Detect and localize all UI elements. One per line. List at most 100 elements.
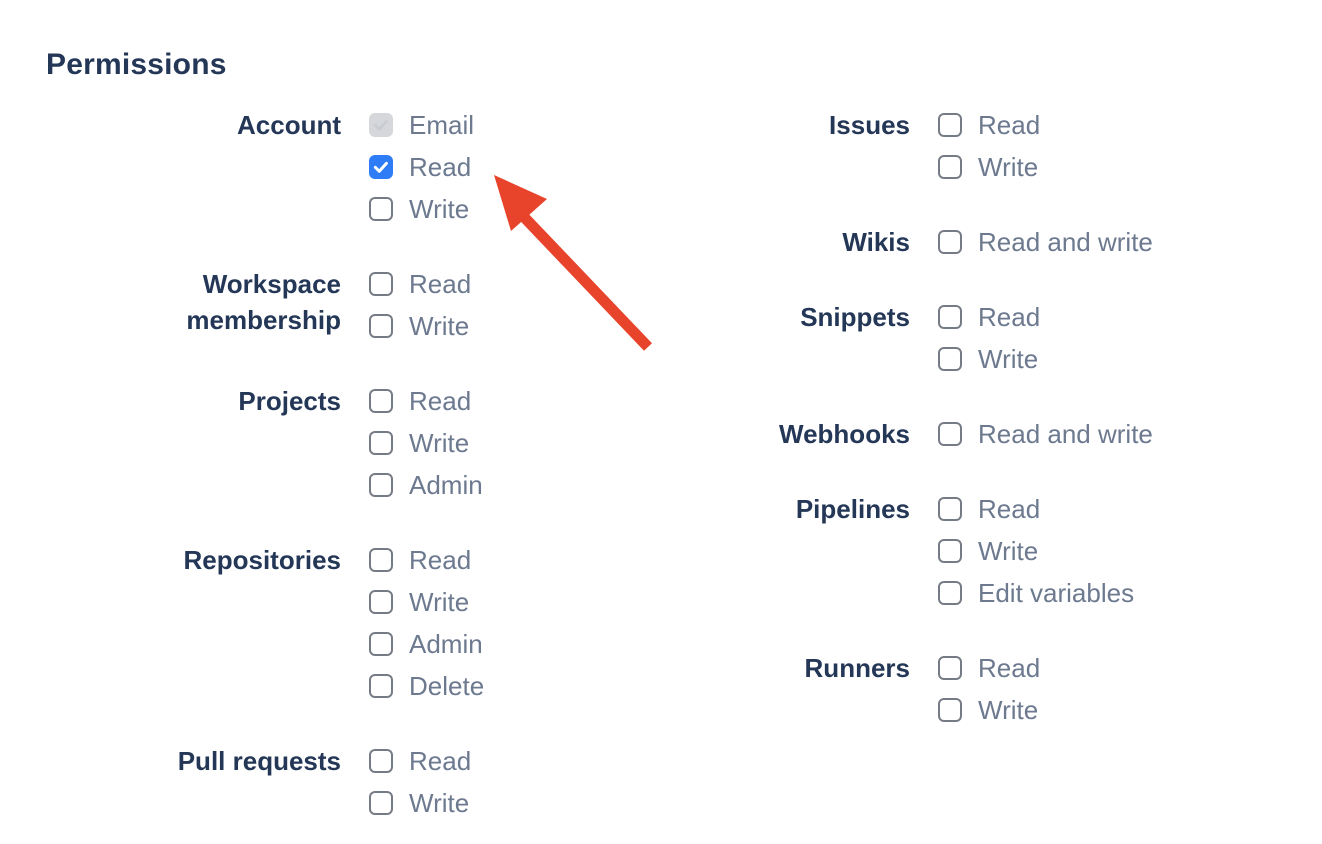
- wikis-read-and-write-label[interactable]: Read and write: [978, 227, 1153, 257]
- pull-requests-read-label[interactable]: Read: [409, 746, 472, 776]
- permission-row: Write: [369, 305, 471, 347]
- issues-write-label[interactable]: Write: [978, 152, 1039, 182]
- permissions-column-left: Account Email Read Write Workspace membe…: [166, 104, 484, 844]
- permission-row: Read: [369, 539, 484, 581]
- workspace-membership-read-checkbox[interactable]: [369, 272, 393, 296]
- webhooks-read-and-write-checkbox[interactable]: [938, 422, 962, 446]
- repositories-read-label[interactable]: Read: [409, 545, 472, 575]
- issues-read-checkbox[interactable]: [938, 113, 962, 137]
- permission-group-runners: Runners Read Write: [760, 647, 1153, 731]
- permission-row: Edit variables: [938, 572, 1134, 614]
- account-read-label[interactable]: Read: [409, 152, 472, 182]
- permission-options: Read Write: [938, 647, 1040, 731]
- repositories-write-checkbox[interactable]: [369, 590, 393, 614]
- webhooks-read-and-write-label[interactable]: Read and write: [978, 419, 1153, 449]
- permission-group-label: Pull requests: [177, 746, 341, 776]
- projects-write-checkbox[interactable]: [369, 431, 393, 455]
- repositories-admin-label[interactable]: Admin: [409, 629, 483, 659]
- arrow-shaft: [520, 213, 652, 351]
- permission-row: Write: [938, 146, 1040, 188]
- permission-group-label: Issues: [829, 110, 910, 140]
- permission-options: Read Write: [938, 104, 1040, 188]
- runners-write-checkbox[interactable]: [938, 698, 962, 722]
- workspace-membership-read-label[interactable]: Read: [409, 269, 472, 299]
- repositories-delete-checkbox[interactable]: [369, 674, 393, 698]
- projects-admin-label[interactable]: Admin: [409, 470, 483, 500]
- projects-write-label[interactable]: Write: [409, 428, 470, 458]
- permission-group-label: Workspace membership: [186, 269, 341, 335]
- permission-group-workspace-membership: Workspace membership Read Write: [166, 263, 484, 347]
- page-title: Permissions: [46, 48, 227, 81]
- wikis-read-and-write-checkbox[interactable]: [938, 230, 962, 254]
- permission-options: Read and write: [938, 221, 1153, 263]
- account-email-label: Email: [409, 110, 475, 140]
- permission-group-account: Account Email Read Write: [166, 104, 484, 230]
- permission-options: Read Write: [369, 263, 471, 347]
- permission-group-webhooks: Webhooks Read and write: [760, 413, 1153, 455]
- permission-options: Read Write: [938, 296, 1040, 380]
- permission-group-repositories: Repositories Read Write Admin Delete: [166, 539, 485, 707]
- permission-options: Read Write Admin: [369, 380, 483, 506]
- workspace-membership-write-checkbox[interactable]: [369, 314, 393, 338]
- account-read-checkbox[interactable]: [369, 155, 393, 179]
- permission-options: Read Write: [369, 740, 471, 824]
- runners-write-label[interactable]: Write: [978, 695, 1039, 725]
- permission-row: Write: [938, 338, 1040, 380]
- permission-group-projects: Projects Read Write Admin: [166, 380, 484, 506]
- permission-group-label: Repositories: [183, 545, 342, 575]
- permission-row: Write: [369, 188, 474, 230]
- permission-group-label: Snippets: [800, 302, 910, 332]
- snippets-read-label[interactable]: Read: [978, 302, 1041, 332]
- account-email-checkbox: [369, 113, 393, 137]
- snippets-write-label[interactable]: Write: [978, 344, 1039, 374]
- permission-group-issues: Issues Read Write: [760, 104, 1153, 188]
- permission-group-label: Pipelines: [795, 494, 910, 524]
- permission-row: Admin: [369, 464, 483, 506]
- pipelines-edit-variables-label[interactable]: Edit variables: [978, 578, 1135, 608]
- pipelines-read-label[interactable]: Read: [978, 494, 1041, 524]
- projects-read-checkbox[interactable]: [369, 389, 393, 413]
- permission-row: Read: [369, 740, 471, 782]
- repositories-delete-label[interactable]: Delete: [409, 671, 485, 701]
- account-write-checkbox[interactable]: [369, 197, 393, 221]
- permission-options: Email Read Write: [369, 104, 474, 230]
- arrow-head: [494, 175, 547, 231]
- permission-group-label: Wikis: [842, 227, 910, 257]
- projects-admin-checkbox[interactable]: [369, 473, 393, 497]
- pipelines-write-checkbox[interactable]: [938, 539, 962, 563]
- workspace-membership-write-label[interactable]: Write: [409, 311, 470, 341]
- runners-read-checkbox[interactable]: [938, 656, 962, 680]
- pull-requests-write-checkbox[interactable]: [369, 791, 393, 815]
- pipelines-read-checkbox[interactable]: [938, 497, 962, 521]
- pull-requests-write-label[interactable]: Write: [409, 788, 470, 818]
- permission-row: Admin: [369, 623, 484, 665]
- pipelines-edit-variables-checkbox[interactable]: [938, 581, 962, 605]
- account-write-label[interactable]: Write: [409, 194, 470, 224]
- permission-row: Read: [938, 488, 1134, 530]
- permission-row: Read: [369, 380, 483, 422]
- snippets-write-checkbox[interactable]: [938, 347, 962, 371]
- permission-group-snippets: Snippets Read Write: [760, 296, 1153, 380]
- permission-row: Read: [938, 296, 1040, 338]
- permission-row: Write: [369, 581, 484, 623]
- permission-row: Write: [938, 689, 1040, 731]
- permission-row: Read: [938, 104, 1040, 146]
- repositories-write-label[interactable]: Write: [409, 587, 470, 617]
- permission-group-label: Webhooks: [779, 419, 910, 449]
- repositories-admin-checkbox[interactable]: [369, 632, 393, 656]
- permission-row: Write: [369, 422, 483, 464]
- snippets-read-checkbox[interactable]: [938, 305, 962, 329]
- permission-row: Read and write: [938, 413, 1153, 455]
- issues-write-checkbox[interactable]: [938, 155, 962, 179]
- repositories-read-checkbox[interactable]: [369, 548, 393, 572]
- pull-requests-read-checkbox[interactable]: [369, 749, 393, 773]
- projects-read-label[interactable]: Read: [409, 386, 472, 416]
- issues-read-label[interactable]: Read: [978, 110, 1041, 140]
- pipelines-write-label[interactable]: Write: [978, 536, 1039, 566]
- permission-group-pull-requests: Pull requests Read Write: [166, 740, 484, 824]
- permissions-column-right: Issues Read Write Wikis Read and write S…: [760, 104, 1153, 764]
- permission-options: Read and write: [938, 413, 1153, 455]
- runners-read-label[interactable]: Read: [978, 653, 1041, 683]
- permission-row: Read and write: [938, 221, 1153, 263]
